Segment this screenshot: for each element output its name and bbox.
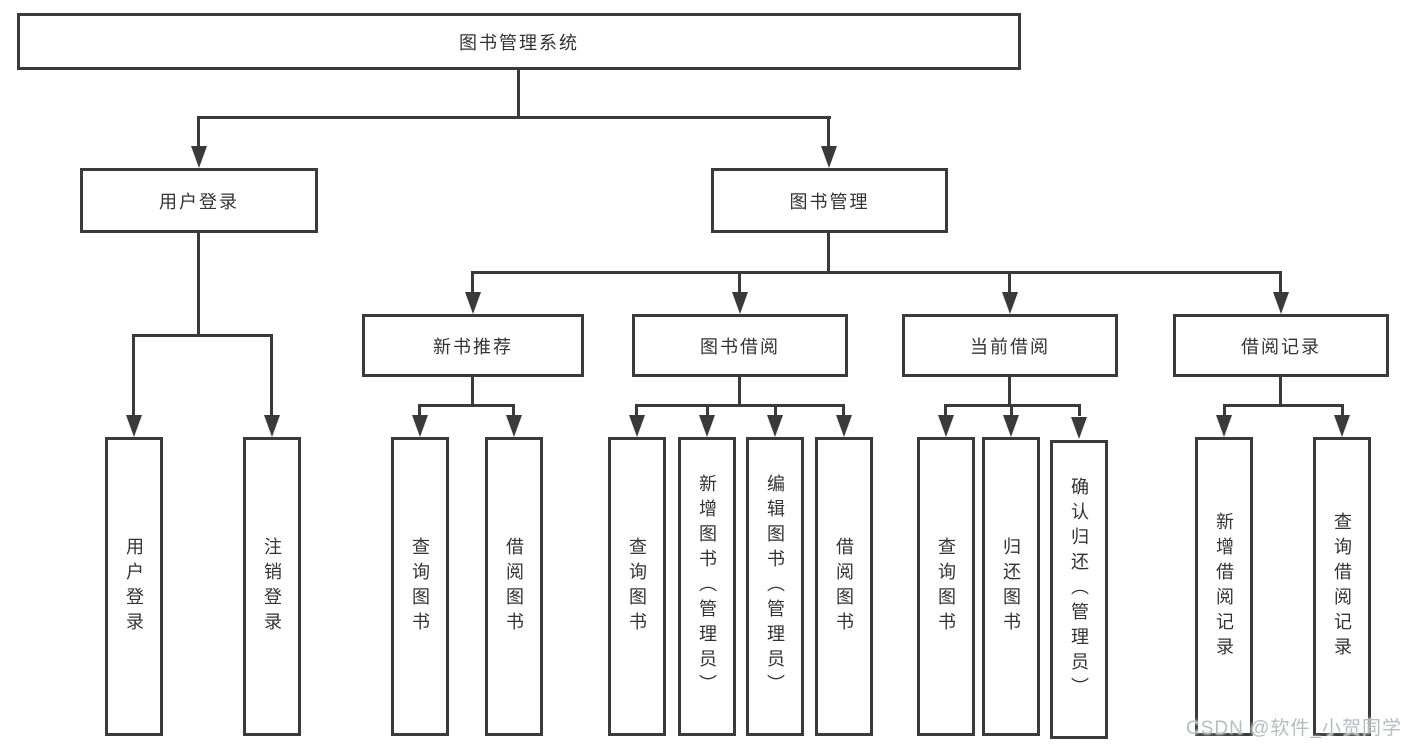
leaf-query-books-current: 查询图书 — [917, 437, 975, 736]
arrow-down-add-books — [699, 415, 715, 437]
connector-user-stub — [197, 116, 200, 147]
connector-user-leaf2 — [270, 334, 273, 416]
connector-newrec-leaf2 — [512, 404, 515, 416]
leaf-logout: 注销登录 — [243, 437, 301, 736]
node-book-management: 图书管理 — [711, 168, 948, 233]
leaf-confirm-return-admin: 确认归还（管理员） — [1050, 440, 1108, 739]
arrow-down-user — [191, 146, 207, 168]
connector-level3-branch — [471, 271, 1282, 274]
leaf-query-books-borrowing: 查询图书 — [608, 437, 666, 736]
leaf-user-login: 用户登录 — [105, 437, 163, 736]
connector-book-stub — [827, 116, 830, 147]
connector-records-trunk — [1279, 377, 1282, 405]
connector-l3-stub-2 — [738, 271, 741, 293]
arrow-down-query-books-1 — [412, 415, 428, 437]
node-user-login: 用户登录 — [80, 168, 318, 233]
connector-borrow-leaf2 — [706, 404, 709, 416]
connector-borrow-branch — [635, 404, 845, 407]
leaf-return-books: 归还图书 — [982, 437, 1040, 736]
node-borrowing-records: 借阅记录 — [1173, 314, 1389, 377]
connector-level2-branch — [197, 116, 831, 119]
arrow-down-book-borrowing — [732, 292, 748, 314]
connector-l3-stub-4 — [1279, 271, 1282, 293]
arrow-down-query-books-2 — [629, 415, 645, 437]
connector-newrec-leaf1 — [418, 404, 421, 416]
connector-user-trunk — [197, 233, 200, 337]
arrow-down-add-record — [1216, 415, 1232, 437]
arrow-down-confirm-return — [1071, 417, 1087, 439]
connector-user-branch — [132, 334, 273, 337]
node-library-system: 图书管理系统 — [17, 13, 1021, 70]
arrow-down-borrow-books-2 — [836, 415, 852, 437]
arrow-down-borrowing-records — [1273, 292, 1289, 314]
csdn-watermark: CSDN @软件_小贺同学 — [1186, 718, 1402, 739]
arrow-down-query-record — [1334, 415, 1350, 437]
node-book-borrowing: 图书借阅 — [632, 314, 848, 377]
arrow-down-leaf-user-login — [126, 415, 142, 437]
leaf-edit-books-admin: 编辑图书（管理员） — [746, 437, 804, 736]
connector-records-leaf1 — [1223, 404, 1226, 416]
arrow-down-edit-books — [767, 415, 783, 437]
arrow-down-new-book-recommend — [465, 292, 481, 314]
connector-book-trunk — [827, 233, 830, 274]
connector-l3-stub-1 — [471, 271, 474, 293]
connector-current-leaf3 — [1078, 404, 1081, 416]
arrow-down-borrow-books-1 — [506, 415, 522, 437]
connector-newrec-branch — [418, 404, 515, 407]
leaf-query-books-recommend: 查询图书 — [391, 437, 449, 736]
node-new-book-recommend: 新书推荐 — [362, 314, 584, 377]
connector-borrow-leaf1 — [635, 404, 638, 416]
connector-records-leaf2 — [1341, 404, 1344, 416]
connector-current-trunk — [1008, 377, 1011, 405]
connector-current-leaf2 — [1010, 404, 1013, 416]
connector-borrow-leaf4 — [842, 404, 845, 416]
arrow-down-query-books-3 — [938, 415, 954, 437]
connector-current-leaf1 — [944, 404, 947, 416]
arrow-down-return-books — [1003, 415, 1019, 437]
connector-newrec-trunk — [471, 377, 474, 405]
leaf-borrow-books: 借阅图书 — [815, 437, 873, 736]
arrow-down-current-borrowing — [1002, 292, 1018, 314]
arrow-down-book — [821, 146, 837, 168]
arrow-down-leaf-logout — [264, 415, 280, 437]
node-current-borrowing: 当前借阅 — [902, 314, 1118, 377]
connector-root-drop — [517, 69, 520, 117]
leaf-add-books-admin: 新增图书（管理员） — [678, 437, 736, 736]
connector-records-branch — [1223, 404, 1344, 407]
connector-user-leaf1 — [132, 334, 135, 416]
connector-borrow-trunk — [738, 377, 741, 405]
connector-borrow-leaf3 — [774, 404, 777, 416]
connector-l3-stub-3 — [1008, 271, 1011, 293]
leaf-borrow-books-recommend: 借阅图书 — [485, 437, 543, 736]
leaf-add-borrowing-record: 新增借阅记录 — [1195, 437, 1253, 736]
leaf-query-borrowing-record: 查询借阅记录 — [1313, 437, 1371, 736]
